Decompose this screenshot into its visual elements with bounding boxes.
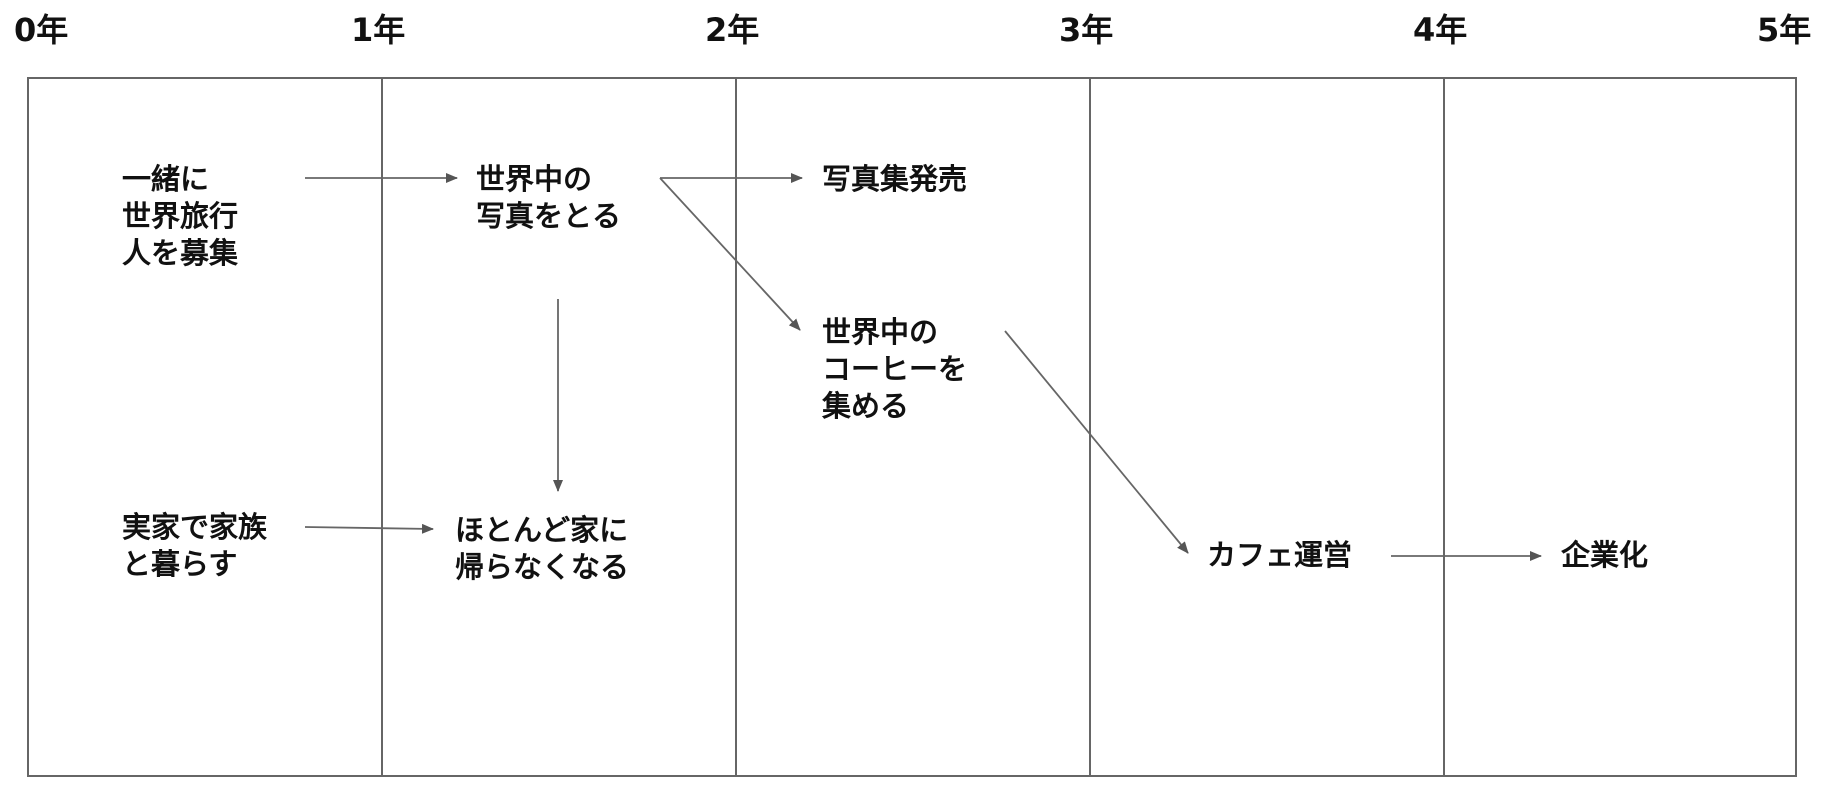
- node-travel-recruit: 一緒に 世界旅行 人を募集: [122, 162, 239, 270]
- node-cafe-management: カフェ運営: [1207, 538, 1353, 572]
- year-label-3: 3年: [1059, 11, 1114, 49]
- timeline-frame: [27, 77, 1797, 777]
- node-rarely-home: ほとんど家に 帰らなくなる: [455, 513, 630, 584]
- node-world-coffee: 世界中の コーヒーを 集める: [822, 315, 968, 423]
- year-label-4: 4年: [1413, 11, 1468, 49]
- year-divider-4: [1443, 77, 1445, 777]
- year-divider-3: [1089, 77, 1091, 777]
- year-divider-1: [381, 77, 383, 777]
- year-label-5: 5年: [1757, 11, 1812, 49]
- node-live-with-family: 実家で家族 と暮らす: [122, 510, 268, 581]
- year-label-1: 1年: [351, 11, 406, 49]
- year-divider-2: [735, 77, 737, 777]
- node-world-photos: 世界中の 写真をとる: [476, 162, 622, 233]
- node-photobook-release: 写真集発売: [822, 162, 968, 196]
- year-label-0: 0年: [14, 11, 69, 49]
- year-label-2: 2年: [705, 11, 760, 49]
- node-incorporation: 企業化: [1561, 538, 1649, 572]
